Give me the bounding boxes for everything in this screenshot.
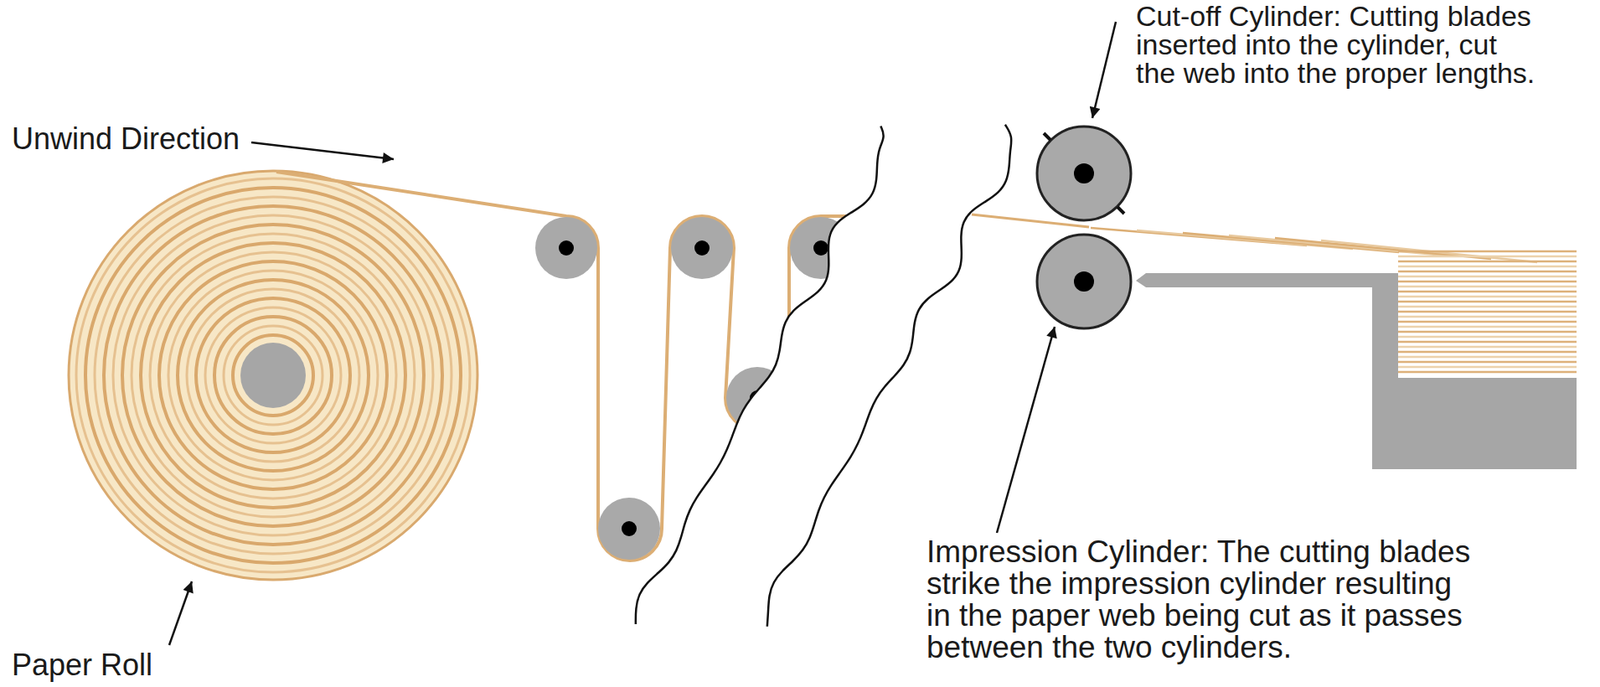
label-holder: Paper Roll (11, 648, 197, 682)
delivery-table (1135, 273, 1577, 470)
paper-roll (68, 170, 478, 580)
callout-text: Impression Cylinder: The cutting blades … (926, 536, 1482, 664)
direction-label: Unwind Direction (11, 122, 264, 156)
part-label: Paper Roll (11, 648, 197, 682)
cut-off-cylinder (1037, 126, 1131, 221)
impression-cylinder (1037, 234, 1131, 329)
label-holder: Cut-off Cylinder: Cutting blades inserte… (1135, 1, 1539, 88)
label-holder: Unwind Direction (11, 122, 264, 156)
sheet-stack (1398, 251, 1577, 372)
callout-text: Cut-off Cylinder: Cutting blades inserte… (1135, 1, 1539, 88)
label-holder: Impression Cylinder: The cutting blades … (926, 536, 1482, 664)
